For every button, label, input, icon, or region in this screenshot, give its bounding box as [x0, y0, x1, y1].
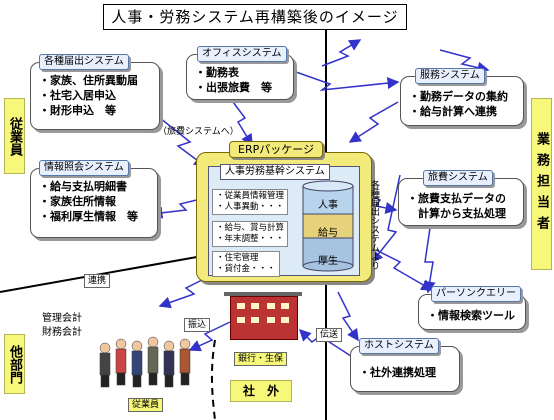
arrow-fukumu-erp [348, 101, 399, 143]
bank-building-icon [230, 296, 298, 340]
flow-furikomi: 振込 [184, 318, 211, 332]
fukumu-item: ・勤務データの集約 [409, 90, 508, 103]
ryohi-item: 計算から支払処理 [407, 207, 506, 220]
note-to-ryohi: （旅費システムへ） [158, 127, 239, 137]
module-employee-info: ・従業員情報管理・人事異動・・・ [212, 189, 289, 215]
outside-company-label: 社 外 [230, 380, 292, 402]
arrow-office-fukumu [295, 71, 400, 92]
office-system-box: オフィスシステム ・勤務表 ・出張旅費 等 [186, 46, 294, 100]
host-item: ・社外連携処理 [359, 366, 436, 379]
office-system-label: オフィスシステム [197, 46, 287, 62]
bank-roof [224, 292, 302, 296]
arrow-fukumu-in [439, 49, 490, 74]
fukumu-system-box: 服務システム ・勤務データの集約 ・給与計算へ連携 [400, 68, 524, 126]
label-business-staff-side: 業務担当者 [531, 98, 552, 270]
todokede-item: ・財形申込 等 [39, 104, 116, 117]
db-layer-salary: 給与 [318, 228, 338, 239]
hr-core-system-label: 人事労務基幹システム [220, 164, 330, 180]
todokede-system-label: 各種届出システム [39, 54, 129, 70]
ryohi-system-label: 旅費システム [423, 170, 493, 186]
shokai-system-box: 情報照会システム ・給与支払明細書 ・家族住所情報 ・福利厚生情報 等 [30, 160, 158, 238]
todokede-item: ・社宅入居申込 [39, 89, 116, 102]
shokai-system-label: 情報照会システム [39, 160, 129, 176]
arrow-ryohi-personal [423, 227, 436, 294]
divider-dashed [210, 339, 216, 420]
employee-group-label: 従業員 [128, 398, 164, 412]
fukumu-item: ・給与計算へ連携 [409, 105, 497, 118]
arrow-erp-ryohi [371, 195, 398, 214]
todokede-system-box: 各種届出システム ・家族、住所異動届 ・社宅入居申込 ・財形申込 等 [30, 54, 160, 130]
fukumu-system-label: 服務システム [415, 68, 485, 84]
arrow-erp-other [158, 275, 211, 309]
shokai-item: ・福利厚生情報 等 [39, 210, 138, 223]
arrow-erp-shokai [150, 197, 206, 219]
arrow-kakushu [371, 174, 401, 264]
arrow-erp-personal [375, 249, 434, 291]
flow-densou: 伝送 [316, 328, 343, 342]
page-title: 人事・労務システム再構築後のイメージ [103, 4, 407, 30]
label-employee-side: 従業員 [4, 98, 25, 174]
module-payroll: ・給与、賞与計算・年末調整・・・ [212, 221, 289, 247]
employees-group-icon [99, 336, 191, 388]
other-dept-item: 管理会計 [42, 313, 82, 324]
person-query-label: パーソンクエリー [431, 286, 521, 302]
shokai-item: ・家族住所情報 [39, 195, 116, 208]
arrow-office-erp [229, 97, 253, 147]
other-dept-item: 財務会計 [42, 327, 82, 338]
flow-renkei: 連携 [84, 274, 111, 288]
other-dept-list: 管理会計 財務会計 [42, 312, 82, 340]
database-cylinder-icon [302, 180, 354, 272]
office-item: ・出張旅費 等 [195, 81, 272, 94]
person-query-item: ・情報検索ツール [427, 309, 515, 322]
arrow-erp-host [337, 291, 359, 342]
db-layer-hr: 人事 [318, 200, 338, 211]
arrow-bank-employee [188, 321, 231, 352]
ryohi-item: ・旅費支払データの [407, 192, 506, 205]
module-housing: ・住宅管理・貸付金・・・ [212, 251, 280, 277]
host-system-box: ホストシステム ・社外連携処理 [350, 338, 460, 392]
shokai-item: ・給与支払明細書 [39, 180, 127, 193]
arrow-office-kakushu [321, 39, 362, 67]
host-system-label: ホストシステム [359, 338, 439, 354]
label-other-dept-side: 他部門 [4, 334, 25, 394]
bank-label: 銀行・生保 [234, 352, 288, 366]
erp-package-label: ERPパッケージ [229, 141, 324, 158]
arrow-todokede-erp [159, 117, 207, 167]
ryohi-system-box: 旅費システム ・旅費支払データの 計算から支払処理 [398, 170, 524, 226]
office-item: ・勤務表 [195, 66, 239, 79]
note-from-kakushu: 各種届出システムより [369, 180, 379, 270]
person-query-box: パーソンクエリー ・情報検索ツール [418, 286, 526, 330]
todokede-item: ・家族、住所異動届 [39, 74, 138, 87]
db-layer-welfare: 厚生 [318, 256, 338, 267]
